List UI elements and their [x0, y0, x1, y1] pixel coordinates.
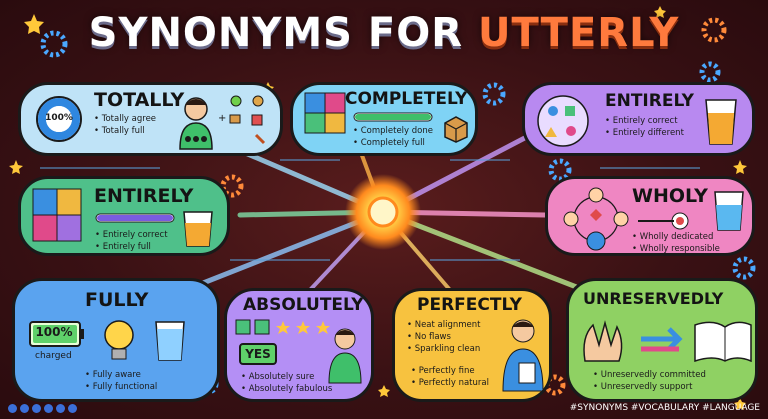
bullet-item: Completely done: [353, 125, 433, 137]
card-bullets-bottom: Perfectly fine Perfectly natural: [411, 365, 489, 389]
bullet-item: Perfectly fine: [411, 365, 489, 377]
puzzle-icon: [32, 188, 82, 242]
progress-ring-icon: [36, 96, 82, 142]
card-heading: FULLY: [85, 289, 149, 311]
title-part-2: UTTERLY: [477, 10, 680, 56]
card-unreservedly: UNRESERVEDLY Unreservedly committed Unre…: [566, 278, 758, 402]
card-heading: UNRESERVEDLY: [583, 289, 724, 308]
bullet-item: Wholly responsible: [632, 243, 720, 253]
card-absolutely: ABSOLUTELY YES Absolutely sure Absolutel…: [224, 288, 374, 402]
card-heading: ABSOLUTELY: [243, 295, 364, 315]
person-icon: [502, 319, 544, 392]
svg-text:+: +: [218, 113, 226, 124]
card-wholly: WHOLY Wholly dedicated Wholly responsibl…: [545, 176, 755, 256]
battery-icon: [29, 321, 84, 347]
lightbulb-icon: [104, 320, 134, 360]
bullet-item: Totally agree: [94, 113, 156, 125]
card-completely: COMPLETELY Completely done Completely fu…: [290, 82, 478, 156]
card-heading: ENTIRELY: [605, 91, 694, 111]
bullet-item: Absolutely fabulous: [241, 383, 333, 395]
box-icon: [444, 116, 468, 143]
hashtags: #SYNONYMS #VOCABULARY #LANGUAGE: [569, 403, 760, 413]
bullet-item: No flaws: [407, 331, 481, 343]
target-arrow-icon: [638, 212, 689, 230]
bullet-item: Perfectly natural: [411, 377, 489, 389]
card-perfectly: PERFECTLY Neat alignment No flaws Sparkl…: [392, 288, 552, 402]
bullet-item: Wholly dedicated: [632, 231, 720, 243]
bullet-item: Entirely full: [95, 241, 168, 253]
person-icon: +: [179, 95, 266, 150]
glass-icon: [714, 191, 744, 231]
percent-badge: 100%: [45, 113, 73, 123]
battery-caption: charged: [35, 351, 72, 361]
card-bullets: Fully aware Fully functional: [85, 369, 158, 393]
bullet-item: Absolutely sure: [241, 371, 332, 383]
puzzle-icon: [304, 92, 346, 134]
card-bullets-top: Neat alignment No flaws Sparkling clean: [407, 319, 481, 355]
card-fully: FULLY 100% charged Fully aware Fully fun…: [12, 278, 220, 402]
card-heading: PERFECTLY: [417, 295, 522, 315]
card-bullets: Entirely correct Entirely full: [95, 229, 168, 253]
social-icon[interactable]: [68, 404, 77, 413]
bullet-item: Entirely different: [605, 127, 684, 139]
glass-icon: [705, 99, 737, 145]
card-heading: COMPLETELY: [345, 89, 468, 109]
card-entirely-left: ENTIRELY Entirely correct Entirely full: [18, 176, 230, 256]
hands-arrow-book-icon: [583, 320, 752, 363]
card-totally: 100% TOTALLY Totally agree Totally full …: [18, 82, 283, 156]
card-bullets: Absolutely sure Absolutely fabulous: [241, 371, 333, 395]
card-heading: TOTALLY: [94, 89, 185, 111]
card-entirely-top: ENTIRELY Entirely correct Entirely diffe…: [522, 82, 755, 156]
bullet-item: Totally full: [94, 125, 156, 137]
card-heading: ENTIRELY: [94, 185, 194, 207]
progress-bar: [95, 213, 175, 223]
social-icon[interactable]: [44, 404, 53, 413]
social-icon[interactable]: [8, 404, 17, 413]
battery-label: 100%: [35, 325, 73, 339]
yes-badge: YES: [239, 343, 277, 365]
bullet-item: Neat alignment: [407, 319, 481, 331]
bullet-item: Fully aware: [85, 369, 157, 381]
bullet-item: Entirely correct: [95, 229, 168, 241]
card-bullets: Entirely correct Entirely different: [605, 115, 684, 139]
bullet-item: Unreservedly committed: [593, 369, 706, 381]
card-bullets: Completely done Completely full: [353, 125, 433, 149]
bullet-item: Fully functional: [85, 381, 158, 393]
network-icon: [563, 187, 629, 251]
social-icons: [8, 404, 77, 413]
social-icon[interactable]: [56, 404, 65, 413]
bullet-item: Sparkling clean: [407, 343, 481, 355]
progress-bar: [353, 112, 433, 122]
card-bullets: Totally agree Totally full: [94, 113, 156, 137]
glass-icon: [183, 211, 213, 247]
card-bullets: Wholly dedicated Wholly responsible: [632, 231, 720, 253]
social-icon[interactable]: [20, 404, 29, 413]
checks-stars-icon: [235, 319, 330, 335]
social-icon[interactable]: [32, 404, 41, 413]
page-title: SYNONYMS FOR UTTERLY: [0, 8, 768, 58]
shapes-icon: [537, 95, 589, 147]
card-bullets: Unreservedly committed Unreservedly supp…: [593, 369, 706, 393]
title-part-1: SYNONYMS FOR: [88, 10, 464, 56]
card-heading: WHOLY: [632, 185, 708, 207]
bullet-item: Unreservedly support: [593, 381, 706, 393]
person-icon: [328, 328, 362, 384]
glass-icon: [155, 321, 185, 361]
bullet-item: Completely full: [353, 137, 433, 149]
bullet-item: Entirely correct: [605, 115, 684, 127]
